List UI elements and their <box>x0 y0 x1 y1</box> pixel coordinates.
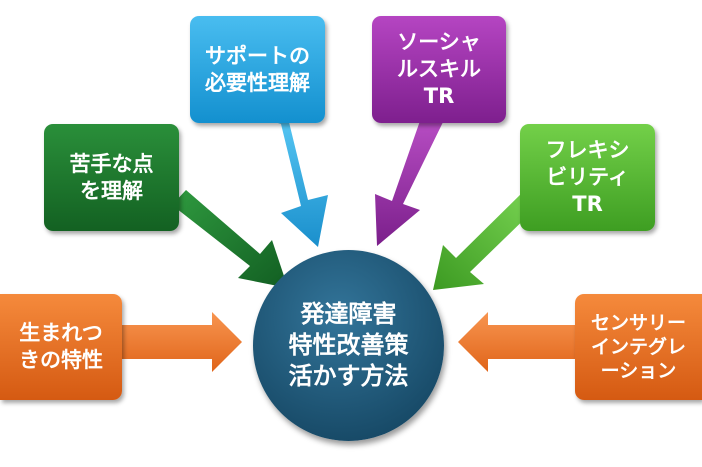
center-topic: 発達障害 特性改善策 活かす方法 <box>253 250 444 441</box>
arrow-sensory <box>458 312 578 372</box>
node-sensory-integration: センサリー インテグレ ーション <box>575 294 702 400</box>
arrow-social <box>375 118 445 246</box>
arrow-weakness <box>172 190 288 288</box>
arrow-flexible <box>433 190 538 290</box>
node-social-skill: ソーシャ ルスキル TR <box>372 16 506 123</box>
node-weakness: 苦手な点 を理解 <box>44 124 179 231</box>
node-flexibility: フレキシ ビリティ TR <box>520 124 655 231</box>
arrow-innate <box>120 312 242 372</box>
node-innate-traits: 生まれつ きの特性 <box>0 294 122 400</box>
node-support: サポートの 必要性理解 <box>190 16 325 123</box>
arrow-support <box>262 118 328 247</box>
